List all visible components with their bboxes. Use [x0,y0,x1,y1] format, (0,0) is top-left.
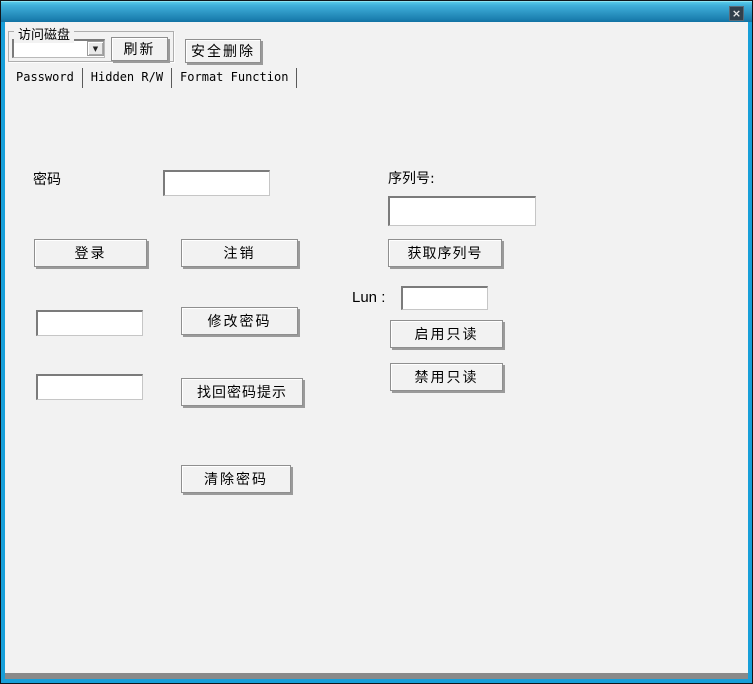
password-label: 密码 [33,172,61,188]
client-area [5,22,748,673]
safe-remove-button[interactable]: 安全删除 [185,39,261,63]
get-serial-number-button[interactable]: 获取序列号 [388,239,502,267]
bottom-shadow-strip [5,673,748,679]
serial-number-label: 序列号: [388,171,435,187]
password-input[interactable] [163,170,270,196]
new-password-input[interactable] [36,310,143,336]
tab-format-function[interactable]: Format Function [172,68,298,88]
serial-number-input[interactable] [388,196,536,226]
chevron-down-icon[interactable]: ▼ [87,41,104,56]
access-disk-group-title: 访问磁盘 [14,24,75,43]
change-password-button[interactable]: 修改密码 [181,307,298,335]
enable-readonly-button[interactable]: 启用只读 [390,320,503,348]
tab-password[interactable]: Password [8,68,83,88]
close-icon[interactable]: × [729,6,744,21]
login-button[interactable]: 登录 [34,239,147,267]
tab-bar: Password Hidden R/W Format Function [8,68,298,88]
lun-input[interactable] [401,286,488,310]
lun-label: Lun : [352,289,386,306]
tab-hidden-rw[interactable]: Hidden R/W [83,68,173,88]
disable-readonly-button[interactable]: 禁用只读 [390,363,503,391]
access-disk-groupbox [8,31,174,62]
password-hint-input[interactable] [36,374,143,400]
clear-password-button[interactable]: 清除密码 [181,465,291,493]
logout-button[interactable]: 注销 [181,239,298,267]
retrieve-password-hint-button[interactable]: 找回密码提示 [181,378,303,406]
refresh-button[interactable]: 刷新 [111,37,168,61]
title-bar[interactable]: × [1,1,752,22]
